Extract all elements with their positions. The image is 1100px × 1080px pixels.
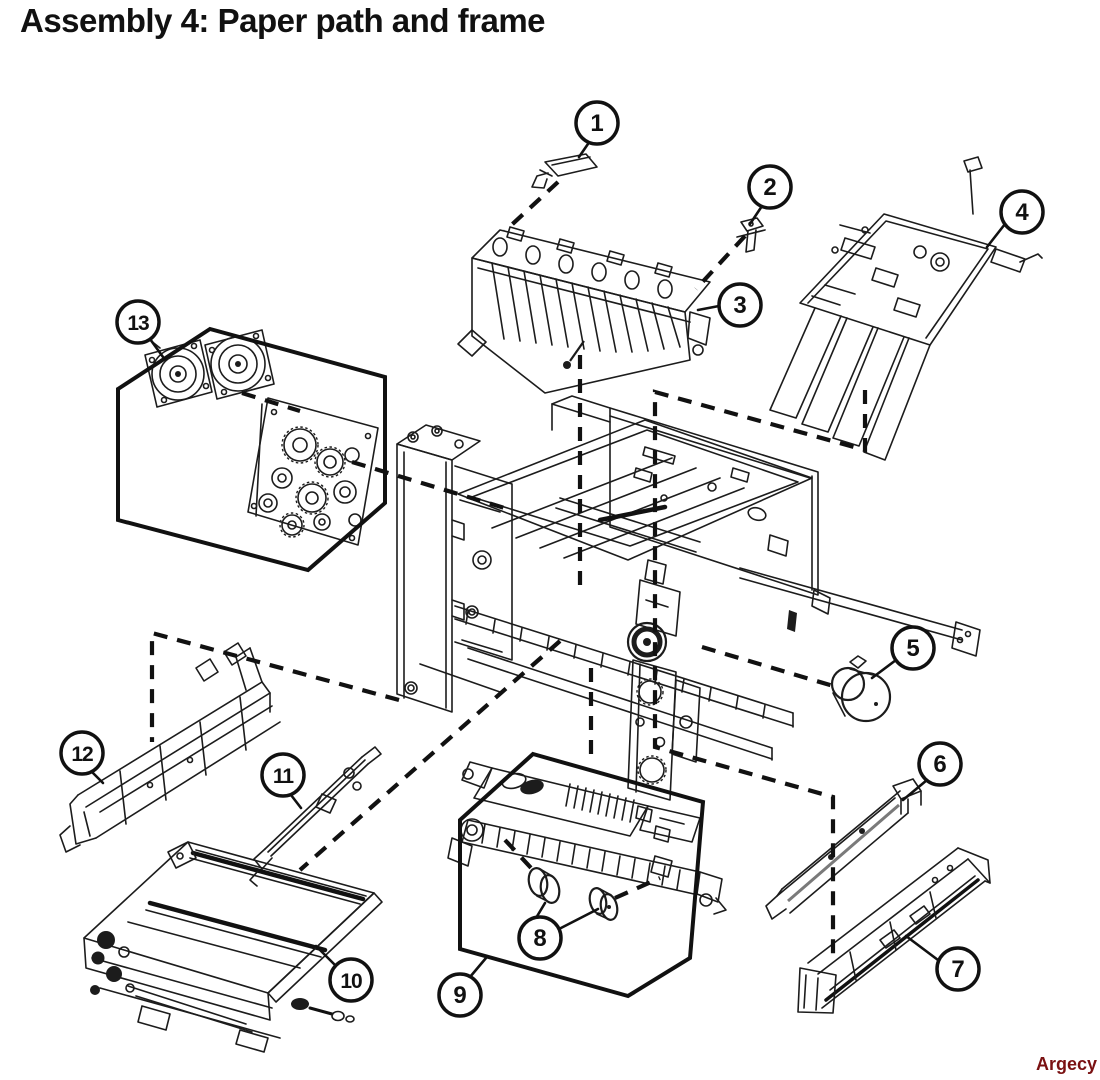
callout-11-leader-line: [289, 793, 303, 810]
part-10-drawing: [83, 841, 383, 1053]
callout-3: 3: [696, 282, 763, 328]
callout-13-number: 13: [127, 312, 149, 335]
callout-1-number: 1: [590, 110, 603, 137]
callout-9-circle: [437, 972, 483, 1018]
callout-6-circle: [917, 741, 963, 787]
callout-9: 9: [437, 956, 488, 1018]
callout-12-leader-line: [90, 770, 105, 785]
callout-9-leader-line: [468, 956, 488, 979]
callout-11: 11: [260, 752, 306, 810]
part-3-drawing: [457, 226, 711, 394]
part-11-drawing: [249, 746, 382, 887]
callout-3-circle: [717, 282, 763, 328]
callout-13-leader-line: [148, 337, 165, 359]
callout-13-circle: [115, 299, 161, 345]
callout-8-circle: [517, 915, 563, 961]
callout-2-number: 2: [763, 174, 776, 201]
callout-7: 7: [904, 934, 981, 992]
callout-5-number: 5: [906, 635, 919, 662]
callout-11-number: 11: [273, 765, 295, 788]
page-title: Assembly 4: Paper path and frame: [20, 2, 546, 39]
callout-6: 6: [901, 741, 963, 802]
callout-7-leader-line: [904, 934, 940, 962]
frame-drawing: [396, 395, 981, 843]
callout-10-number: 10: [340, 970, 362, 993]
callout-7-number: 7: [951, 956, 964, 983]
part-7-drawing: [797, 847, 991, 1014]
callout-2-circle: [747, 164, 793, 210]
part-5-drawing: [830, 655, 892, 723]
callout-1: 1: [574, 100, 620, 159]
part-9-drawing: [447, 761, 727, 915]
callout-13: 13: [115, 299, 165, 359]
part-13-group-box: [116, 326, 387, 573]
callout-11-circle: [260, 752, 306, 798]
callout-2: 2: [747, 164, 793, 226]
callout-4-leader-line: [985, 222, 1007, 249]
part-13-drawing: [144, 329, 379, 546]
callout-4: 4: [985, 189, 1045, 249]
callout-12-number: 12: [71, 743, 93, 766]
callout-3-number: 3: [733, 292, 746, 319]
callout-2-leader-line: [748, 204, 764, 226]
part-12-drawing: [59, 642, 281, 853]
part-9-group-box: [458, 751, 706, 999]
callout-10-circle: [328, 957, 374, 1003]
callout-8-number: 8: [533, 925, 546, 952]
callout-4-circle: [999, 189, 1045, 235]
callout-12: 12: [59, 730, 105, 785]
assembly-dashed-lines: [149, 180, 868, 955]
part-4-drawing: [769, 156, 1043, 461]
callout-3-leader-line: [696, 304, 721, 312]
part-6-drawing: [765, 778, 922, 920]
callout-6-number: 6: [933, 751, 946, 778]
callout-7-circle: [935, 946, 981, 992]
callout-10-leader-line: [314, 944, 338, 968]
callout-9-number: 9: [453, 982, 466, 1009]
callout-12-circle: [59, 730, 105, 776]
callout-4-number: 4: [1015, 199, 1029, 226]
callout-1-circle: [574, 100, 620, 146]
callout-8: 8: [517, 901, 600, 961]
callout-5: 5: [870, 625, 936, 680]
part-8-drawing: [527, 867, 619, 921]
callout-5-circle: [890, 625, 936, 671]
callout-10: 10: [314, 944, 374, 1003]
callout-8-leader-line: [557, 907, 600, 931]
watermark: Argecy: [1036, 1054, 1097, 1074]
part-1-drawing: [531, 153, 598, 189]
callout-5-leader-line: [870, 658, 898, 680]
callout-6-leader-line: [901, 778, 929, 802]
